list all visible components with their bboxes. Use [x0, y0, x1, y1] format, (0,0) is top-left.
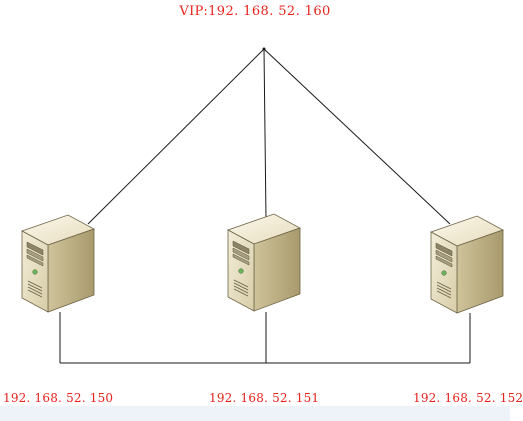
server-tower-icon — [227, 213, 301, 312]
server-tower-icon — [430, 215, 504, 314]
server-tower-icon — [21, 214, 95, 313]
network-diagram: VIP:192. 168. 52. 160 192. 168. 52. 150 … — [0, 4, 523, 421]
vip-address-label: VIP:192. 168. 52. 160 — [179, 4, 331, 19]
vip-node — [262, 47, 266, 51]
vip-link-151 — [263, 48, 267, 220]
vip-link-152 — [263, 48, 451, 225]
server-ip-label-150: 192. 168. 52. 150 — [3, 391, 114, 405]
server-ip-label-151: 192. 168. 52. 151 — [209, 391, 320, 405]
server-ip-label-152: 192. 168. 52. 152 — [413, 391, 523, 405]
bottom-band — [0, 406, 510, 421]
diagram-graphic — [21, 47, 504, 364]
vip-link-150 — [87, 48, 265, 225]
